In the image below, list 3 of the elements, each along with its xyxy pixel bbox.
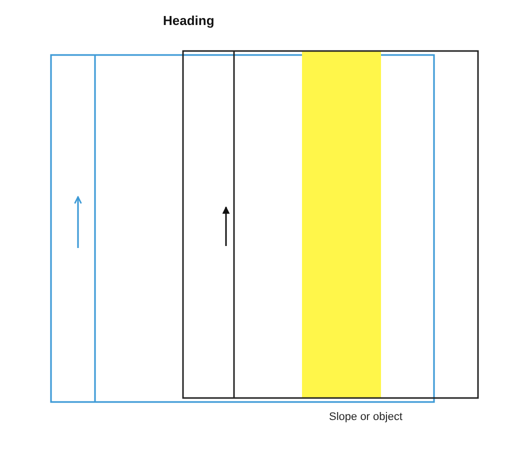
heading: Heading <box>163 14 214 29</box>
slope-band <box>302 51 381 398</box>
object-label: Slope or object <box>329 411 402 424</box>
